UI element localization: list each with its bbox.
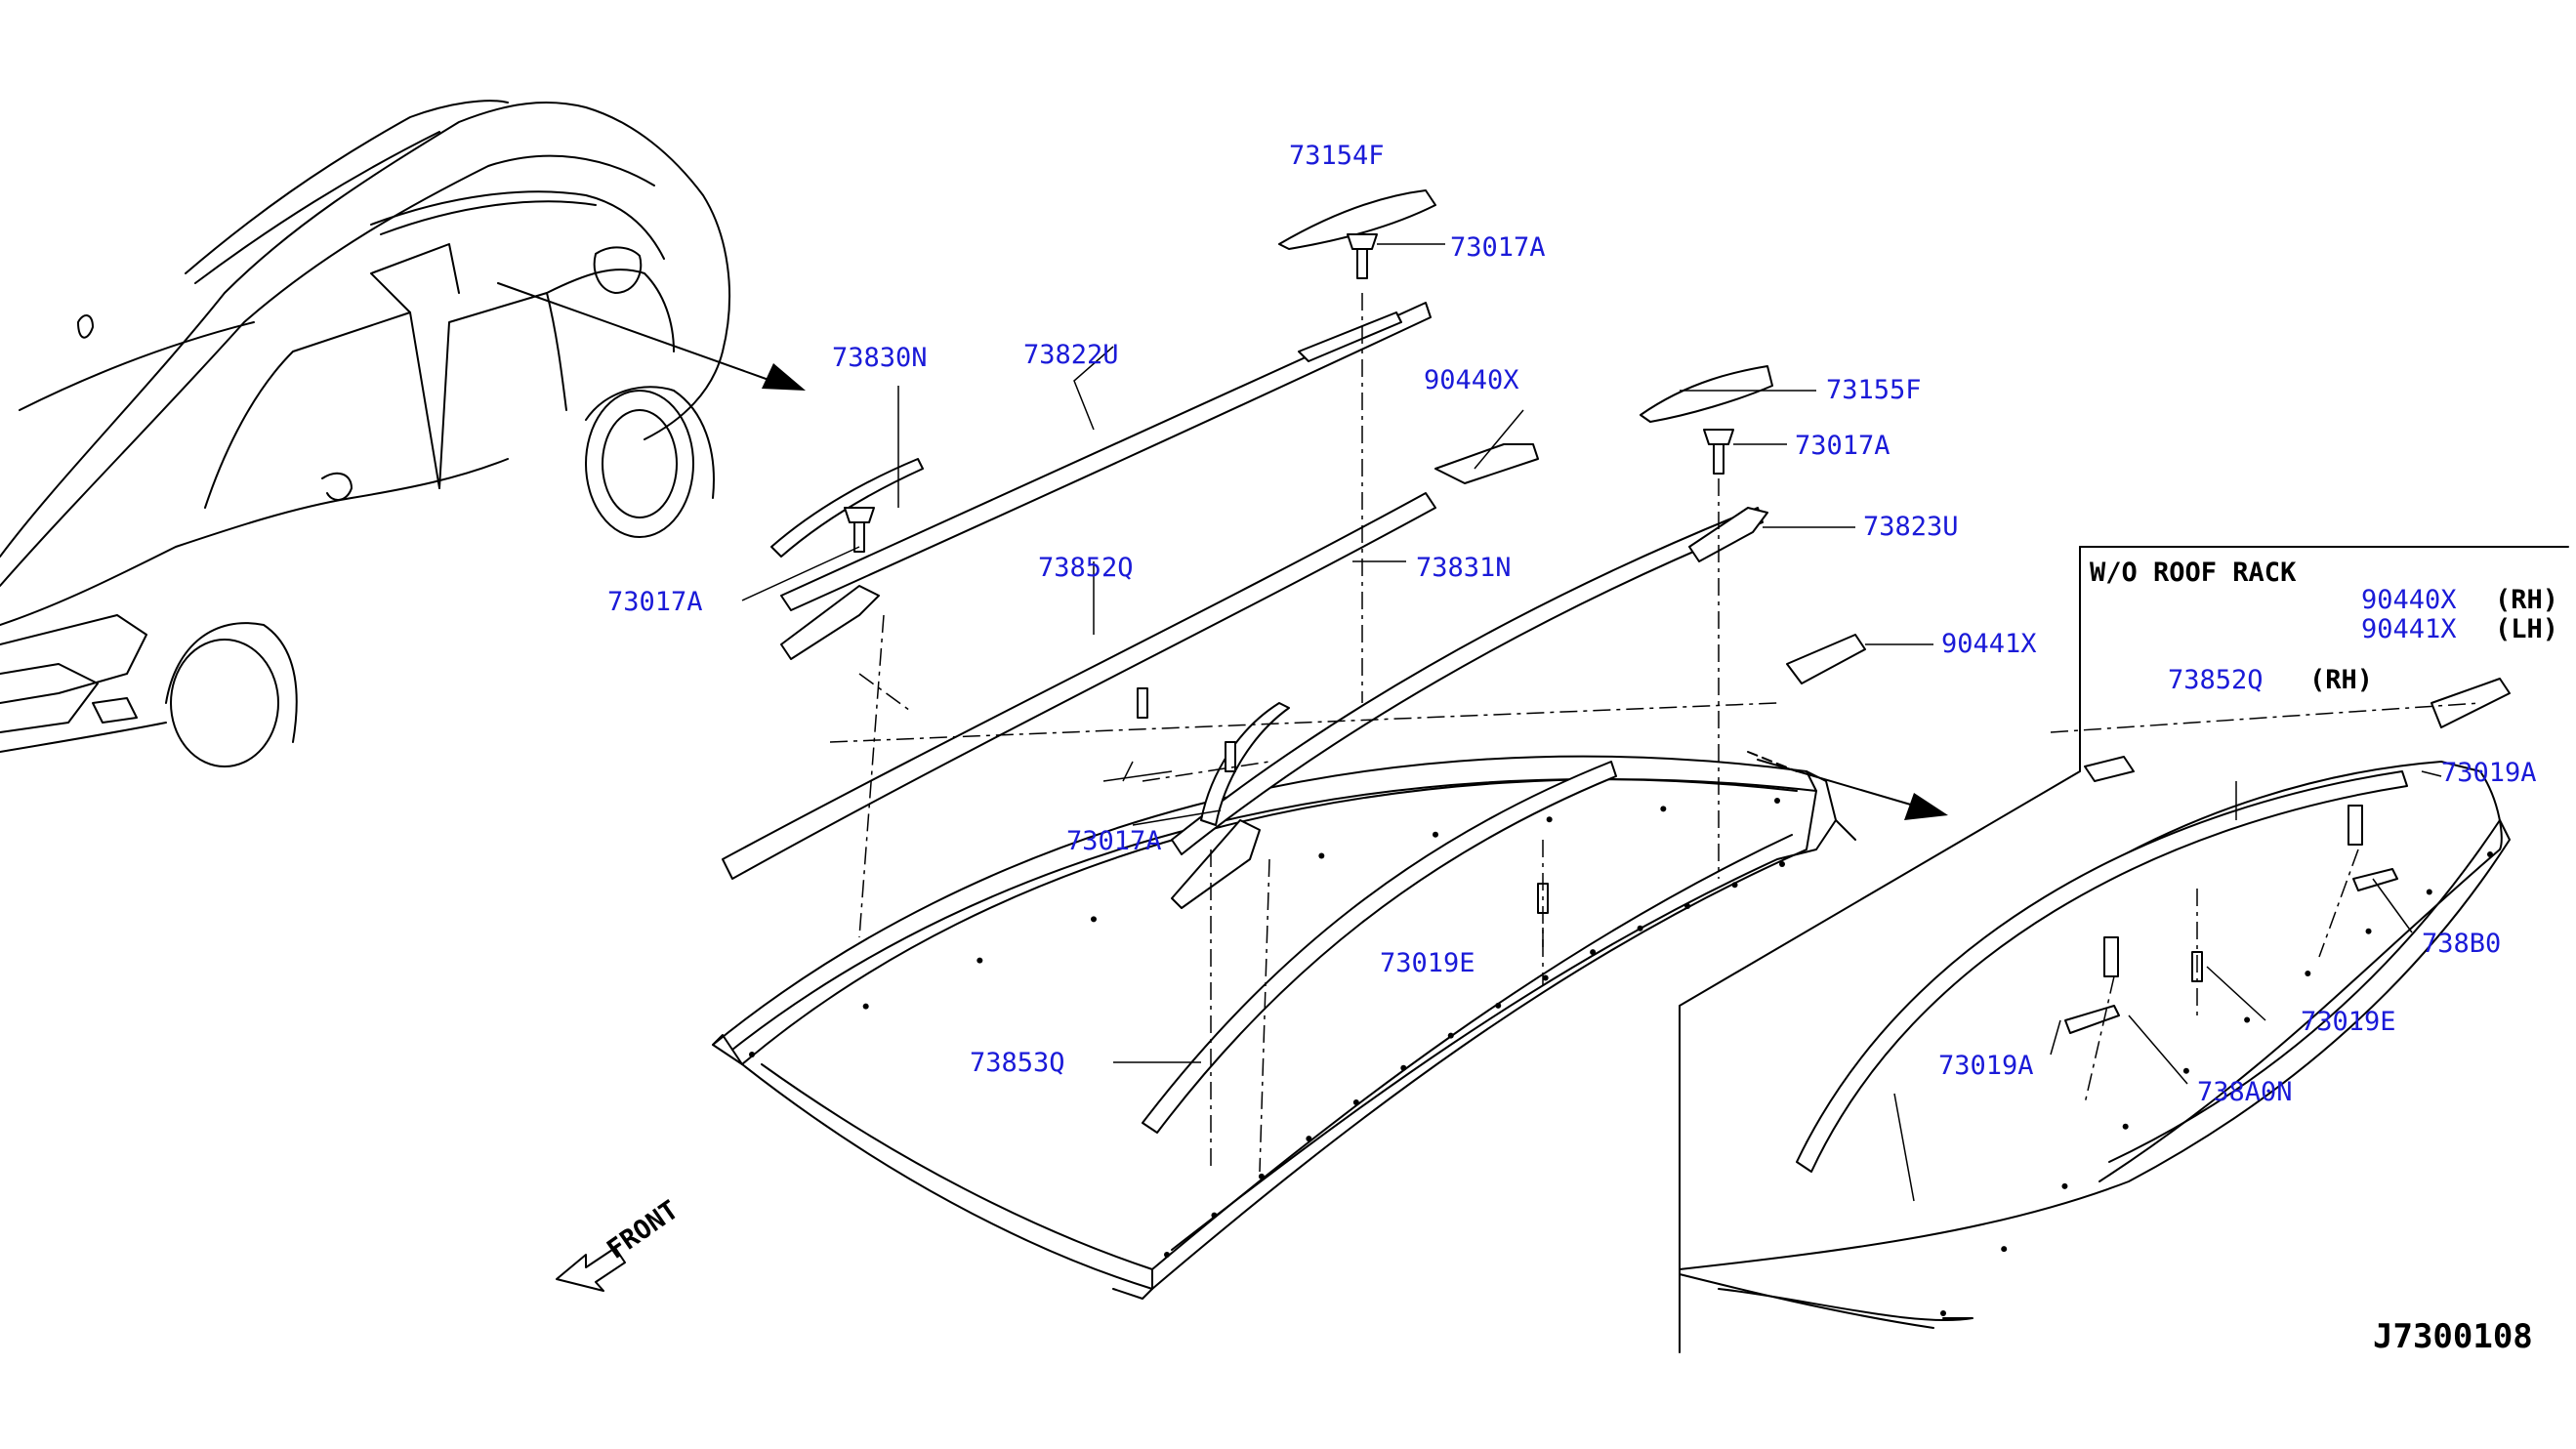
mounting-hole bbox=[1637, 925, 1643, 932]
inset-labels: W/O ROOF RACK 90440X (RH) 90441X (LH) 73… bbox=[1938, 558, 2558, 1107]
mounting-hole bbox=[1352, 1099, 1359, 1106]
mounting-hole bbox=[1779, 861, 1785, 867]
mounting-hole bbox=[1542, 974, 1549, 981]
mounting-hole bbox=[862, 1003, 869, 1010]
mounting-hole bbox=[1318, 852, 1325, 859]
label-73155F: 73155F bbox=[1826, 375, 1922, 405]
mounting-hole bbox=[1306, 1136, 1312, 1142]
label-73017A-left: 73017A bbox=[607, 587, 703, 617]
label-73019A-inset-right: 73019A bbox=[2441, 758, 2537, 788]
label-738A0N: 738A0N bbox=[2197, 1077, 2293, 1107]
mounting-hole bbox=[1684, 902, 1691, 909]
label-73822U: 73822U bbox=[1023, 340, 1119, 370]
label-73831N: 73831N bbox=[1416, 553, 1512, 583]
inset-panel bbox=[1679, 546, 2569, 1353]
roof-rail-rh bbox=[722, 302, 1764, 1134]
mounting-hole bbox=[2001, 1246, 2008, 1253]
label-73019E-main: 73019E bbox=[1380, 948, 1475, 978]
label-73019E-inset: 73019E bbox=[2301, 1007, 2396, 1037]
label-rh-inset: (RH) bbox=[2309, 665, 2373, 695]
mounting-hole bbox=[1447, 1032, 1454, 1039]
inset-roof bbox=[1679, 678, 2511, 1329]
mounting-hole bbox=[2487, 851, 2493, 857]
label-90441X: 90441X bbox=[1941, 629, 2037, 659]
direction-arrows bbox=[497, 282, 1948, 820]
label-73017A-lower: 73017A bbox=[1066, 826, 1162, 856]
leader-lines bbox=[741, 243, 1933, 1063]
mounting-hole bbox=[1091, 916, 1097, 923]
label-90440X-inset: 90440X bbox=[2361, 585, 2457, 615]
inset-roof-holes bbox=[1940, 851, 2493, 1316]
mounting-hole bbox=[2365, 928, 2372, 934]
mounting-hole bbox=[1660, 806, 1667, 812]
mounting-hole bbox=[749, 1052, 755, 1057]
roof-rail-parts bbox=[770, 189, 1866, 914]
mounting-hole bbox=[1211, 1212, 1218, 1219]
inset-title: W/O ROOF RACK bbox=[2090, 558, 2297, 588]
part-labels: 73154F 73017A 73830N 73822U 90440X 73155… bbox=[607, 141, 2037, 1078]
mounting-hole bbox=[1590, 949, 1597, 956]
label-73852Q-inset: 73852Q bbox=[2168, 665, 2264, 695]
mounting-hole bbox=[1258, 1173, 1265, 1180]
mounting-hole bbox=[1731, 882, 1738, 889]
mounting-hole bbox=[2426, 889, 2432, 895]
mounting-hole bbox=[1546, 816, 1553, 823]
mounting-hole bbox=[2061, 1182, 2068, 1189]
mounting-hole bbox=[1433, 831, 1438, 838]
front-arrow: FRONT bbox=[556, 1195, 685, 1292]
reference-lines bbox=[829, 293, 1778, 1173]
mounting-hole bbox=[1400, 1064, 1407, 1071]
mounting-hole bbox=[2244, 1016, 2251, 1023]
drawing-code: J7300108 bbox=[2373, 1317, 2533, 1356]
mounting-hole bbox=[2182, 1067, 2189, 1074]
label-73017A-top: 73017A bbox=[1450, 232, 1546, 263]
label-73853Q: 73853Q bbox=[970, 1048, 1065, 1078]
label-90441X-inset: 90441X bbox=[2361, 614, 2457, 644]
mounting-hole bbox=[976, 957, 983, 964]
vehicle-illustration bbox=[0, 100, 730, 767]
label-73154F: 73154F bbox=[1289, 141, 1385, 171]
front-label: FRONT bbox=[602, 1195, 684, 1265]
label-rh-inset-2: (RH) bbox=[2495, 585, 2558, 615]
label-73830N: 73830N bbox=[832, 343, 928, 373]
mounting-hole bbox=[2305, 971, 2311, 977]
roof-panel bbox=[712, 755, 1856, 1300]
mounting-hole bbox=[1495, 1002, 1502, 1009]
mounting-hole bbox=[2122, 1123, 2129, 1130]
label-73852Q: 73852Q bbox=[1038, 553, 1134, 583]
label-73017A-mid: 73017A bbox=[1795, 431, 1890, 461]
label-73823U: 73823U bbox=[1863, 512, 1959, 542]
label-738B0: 738B0 bbox=[2422, 929, 2501, 959]
mounting-hole bbox=[1164, 1252, 1170, 1258]
mounting-hole bbox=[1940, 1310, 1946, 1316]
label-lh-inset-2: (LH) bbox=[2495, 614, 2558, 644]
roof-panel-holes bbox=[749, 798, 1785, 1258]
label-73019A-inset: 73019A bbox=[1938, 1051, 2034, 1081]
mounting-hole bbox=[1774, 798, 1780, 804]
label-90440X: 90440X bbox=[1424, 365, 1519, 395]
